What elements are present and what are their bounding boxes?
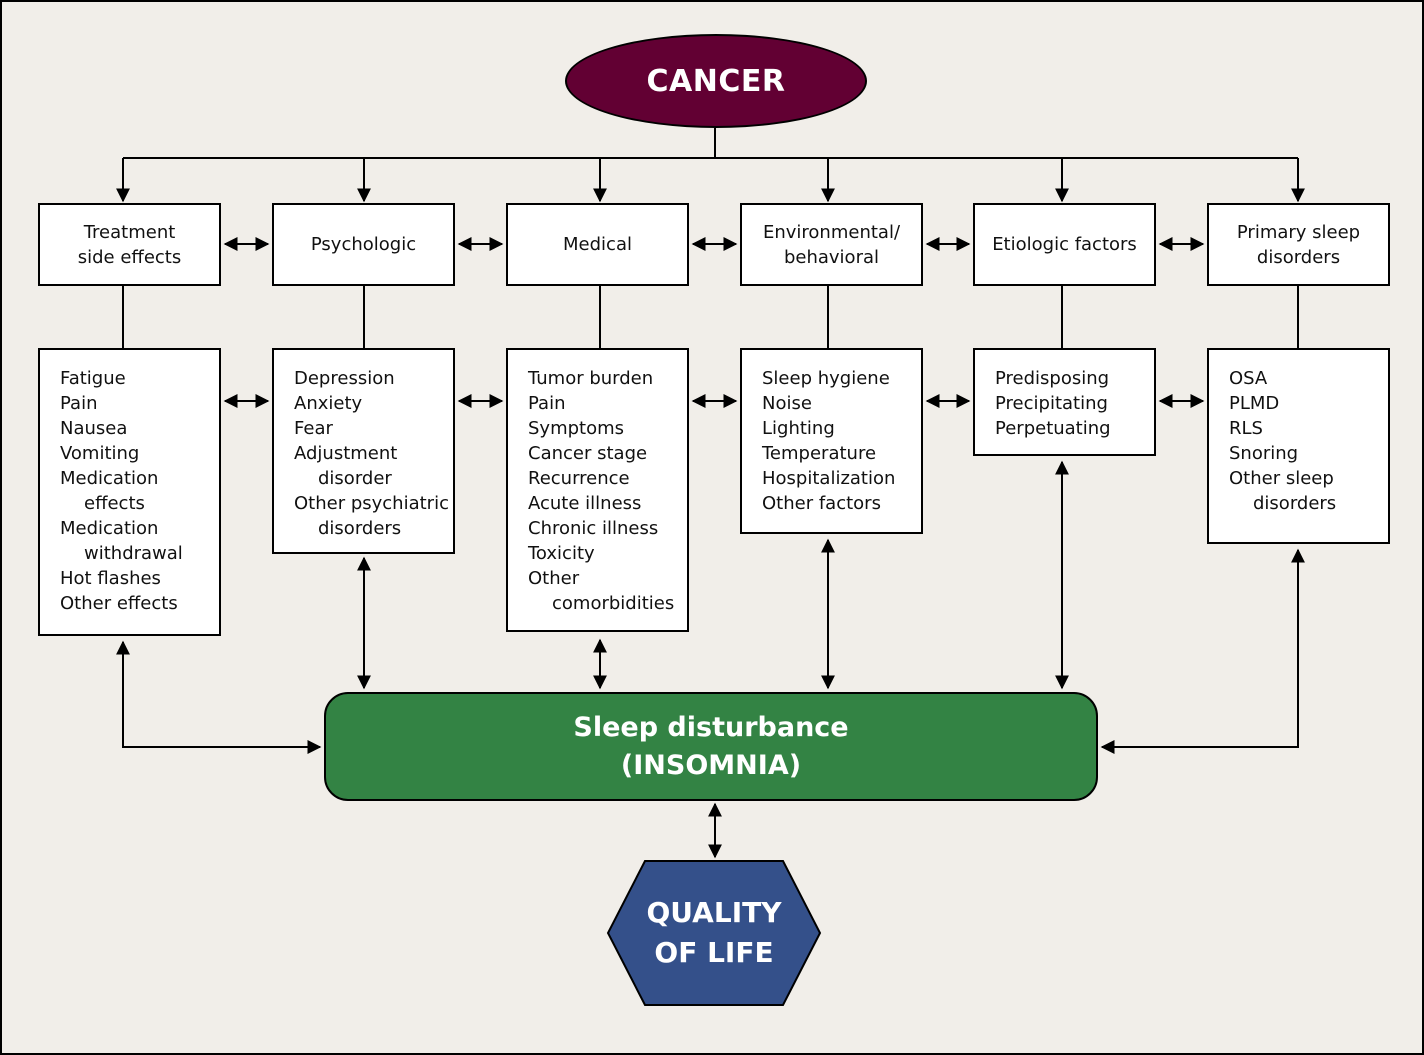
factor-item: Hot flashes <box>60 568 161 589</box>
factor-item: Sleep hygiene <box>762 368 890 389</box>
quality-label: QUALITY <box>646 896 782 929</box>
category-label: Etiologic factors <box>992 234 1137 255</box>
category-label: Medical <box>563 234 632 255</box>
factor-item: disorders <box>1253 493 1337 514</box>
factor-item: Recurrence <box>528 468 630 489</box>
factor-item: Anxiety <box>294 393 363 414</box>
factor-item: Depression <box>294 368 395 389</box>
factor-item: Chronic illness <box>528 518 659 539</box>
treatment-sleep-arrow <box>116 640 322 754</box>
factor-item: Pain <box>60 393 98 414</box>
factor-item: Vomiting <box>60 443 140 464</box>
factor-item: Toxicity <box>528 543 595 564</box>
factor-item: Nausea <box>60 418 128 439</box>
sleep-disturbance-node: Sleep disturbance (INSOMNIA) <box>324 692 1098 801</box>
factor-item: Medication <box>60 518 159 539</box>
factor-item: Temperature <box>762 443 877 464</box>
factor-item: Tumor burden <box>528 368 654 389</box>
primary-sleep-arrow <box>1100 548 1305 754</box>
factor-item: Medication <box>60 468 159 489</box>
insomnia-label: (INSOMNIA) <box>620 749 802 781</box>
factor-item: Acute illness <box>528 493 642 514</box>
factor-item: Cancer stage <box>528 443 648 464</box>
factor-item: Noise <box>762 393 812 414</box>
factor-item: Pain <box>528 393 566 414</box>
factor-item: withdrawal <box>84 543 183 564</box>
cancer-label: CANCER <box>646 63 786 99</box>
factor-item: Predisposing <box>995 368 1110 389</box>
factor-item: OSA <box>1229 368 1268 389</box>
category-box-environmental-behavioral: Environmental/ behavioral <box>740 203 923 286</box>
factor-item: comorbidities <box>552 593 675 614</box>
factor-item: Other <box>528 568 580 589</box>
sleep-disturbance-label: Sleep disturbance <box>573 711 849 743</box>
category-label: Treatment side effects <box>77 221 182 268</box>
factor-item: RLS <box>1229 418 1263 439</box>
cancer-node: CANCER <box>565 34 867 128</box>
factor-item: disorders <box>318 518 402 539</box>
quality-of-life-hexagon <box>606 860 822 1006</box>
category-box-treatment-side-effects: Treatment side effects <box>38 203 221 286</box>
factor-item: Other sleep <box>1229 468 1334 489</box>
factor-item: Fatigue <box>60 368 126 389</box>
category-label: Primary sleep disorders <box>1236 221 1361 268</box>
factor-item: Adjustment <box>294 443 398 464</box>
category-label: Psychologic <box>310 234 417 255</box>
factor-item: Other factors <box>762 493 881 514</box>
factor-item: Fear <box>294 418 333 439</box>
of-life-label: OF LIFE <box>654 936 774 969</box>
category-box-primary-sleep-disorders: Primary sleep disorders <box>1207 203 1390 286</box>
category-box-etiologic-factors: Etiologic factors <box>973 203 1156 286</box>
factor-item: Precipitating <box>995 393 1108 414</box>
factor-item: Other psychiatric <box>294 493 449 514</box>
factor-item: effects <box>84 493 145 514</box>
factor-item: Symptoms <box>528 418 625 439</box>
factor-item: Other effects <box>60 593 178 614</box>
factor-item: disorder <box>318 468 392 489</box>
factor-item: PLMD <box>1229 393 1280 414</box>
factor-item: Snoring <box>1229 443 1299 464</box>
factor-item: Perpetuating <box>995 418 1111 439</box>
category-box-medical: Medical <box>506 203 689 286</box>
factor-item: Lighting <box>762 418 835 439</box>
quality-of-life-node: QUALITY OF LIFE <box>606 860 822 1006</box>
category-box-psychologic: Psychologic <box>272 203 455 286</box>
category-label: Environmental/ behavioral <box>762 221 901 268</box>
factor-item: Hospitalization <box>762 468 896 489</box>
